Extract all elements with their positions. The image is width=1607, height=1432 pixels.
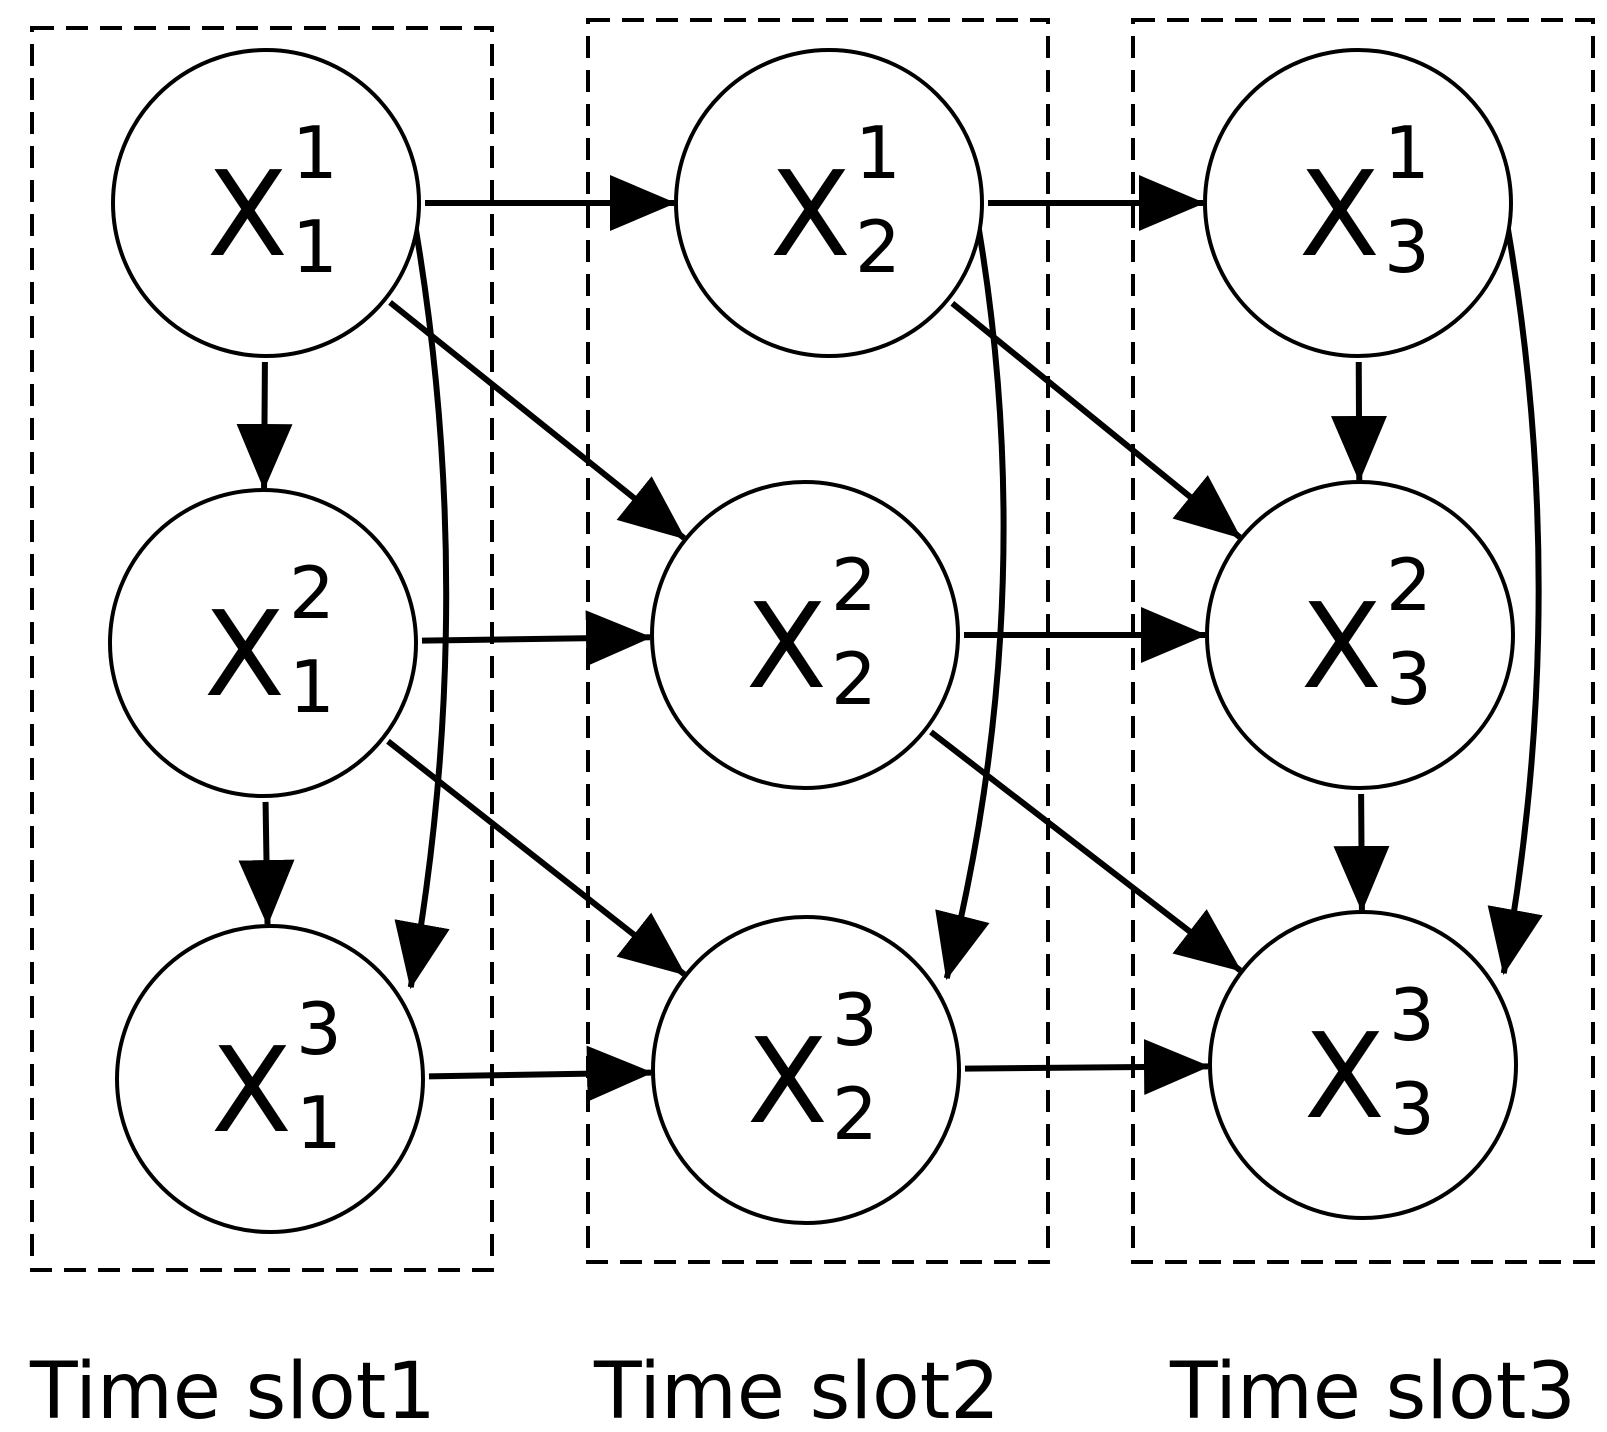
edge-n22-to-n33 xyxy=(929,729,1243,973)
edge-n11-to-n21 xyxy=(236,361,293,491)
node-layer xyxy=(108,48,1518,1234)
slot-label-3: Time slot3 xyxy=(1169,1347,1576,1432)
node-x-3-2 xyxy=(651,915,961,1225)
node-x-1-3 xyxy=(1203,48,1513,358)
node-x-2-3 xyxy=(1205,480,1515,790)
node-x-2-2 xyxy=(650,480,960,790)
edge-n11-to-n31 xyxy=(394,202,450,990)
edge-n21-to-n22 xyxy=(421,610,653,667)
edge-n11-to-n22 xyxy=(388,300,686,541)
node-x-3-1 xyxy=(115,924,425,1234)
edge-n23-to-n33 xyxy=(1333,793,1390,913)
edge-n31-to-n32 xyxy=(428,1045,654,1102)
node-x-1-2 xyxy=(674,48,984,358)
slot-label-2: Time slot2 xyxy=(593,1347,1000,1432)
slot-label-1: Time slot1 xyxy=(29,1347,436,1432)
edge-n12-to-n32 xyxy=(935,202,1007,981)
edge-n21-to-n31 xyxy=(238,801,295,927)
edge-n32-to-n33 xyxy=(964,1038,1211,1095)
edge-n21-to-n32 xyxy=(386,738,687,977)
edge-n13-to-n33 xyxy=(1487,202,1543,976)
node-x-2-1 xyxy=(108,488,418,798)
node-x-3-3 xyxy=(1208,910,1518,1220)
node-x-1-1 xyxy=(111,48,421,358)
edge-n13-to-n23 xyxy=(1330,361,1387,483)
edge-n12-to-n23 xyxy=(950,301,1242,540)
edge-layer xyxy=(236,175,1543,1102)
